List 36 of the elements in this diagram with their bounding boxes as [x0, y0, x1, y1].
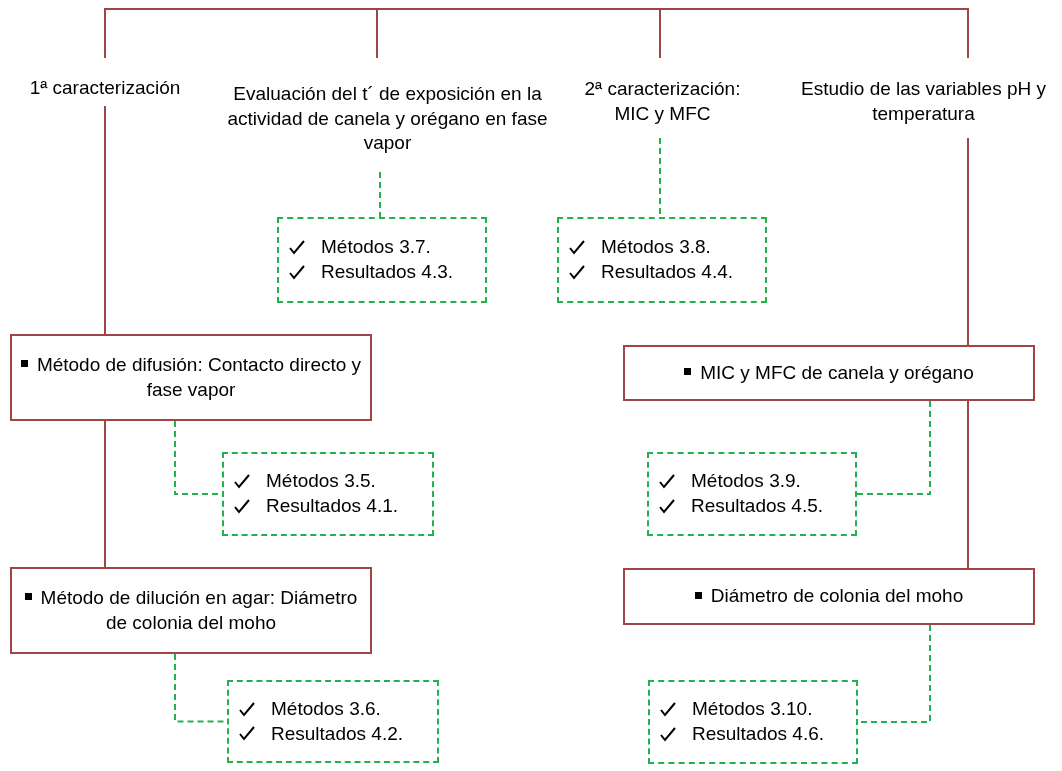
connector-line — [104, 420, 106, 568]
heading-text: 2ª caracterización: MIC y MFC — [583, 77, 742, 126]
reference-box — [647, 452, 857, 536]
reference-text: Métodos 3.9. — [691, 469, 801, 494]
dashed-connector — [379, 171, 381, 218]
process-box — [623, 345, 1035, 401]
connector-line — [967, 137, 969, 346]
reference-box — [277, 217, 487, 303]
heading-text: 1ª caracterización — [29, 75, 181, 100]
reference-box — [648, 680, 858, 764]
box-text: Método de difusión: Contacto directo y fase vapor — [36, 353, 362, 400]
reference-text: Métodos 3.5. — [266, 469, 376, 494]
reference-text: Resultados 4.5. — [691, 494, 824, 518]
process-box — [10, 567, 372, 654]
box-text: MIC y MFC de canela y orégano — [700, 361, 974, 383]
box-text: Método de dilución en agar: Diámetro de colonia del moho — [40, 586, 358, 633]
connector-line — [104, 105, 106, 335]
process-box — [623, 568, 1035, 625]
reference-text: Resultados 4.6. — [692, 722, 825, 746]
connector-line — [967, 400, 969, 569]
box-text: Diámetro de colonia del moho — [710, 585, 964, 607]
reference-box — [227, 680, 439, 763]
heading-text: Estudio de las variables pH y temperatura — [800, 77, 1047, 126]
reference-text: Métodos 3.10. — [692, 697, 813, 722]
reference-text: Resultados 4.2. — [271, 721, 404, 746]
reference-text: Métodos 3.6. — [271, 696, 381, 721]
reference-box — [222, 452, 434, 536]
reference-text: Resultados 4.4. — [601, 260, 734, 284]
process-box — [10, 334, 372, 421]
heading-text: Evaluación del t´ de exposición en la actividad de canela y orégano en fase vapor — [226, 81, 549, 156]
reference-box — [557, 217, 767, 303]
reference-text: Resultados 4.1. — [266, 494, 399, 518]
reference-text: Métodos 3.7. — [321, 235, 431, 260]
reference-text: Resultados 4.3. — [321, 260, 454, 284]
reference-text: Métodos 3.8. — [601, 235, 711, 260]
dashed-connector — [856, 400, 931, 495]
